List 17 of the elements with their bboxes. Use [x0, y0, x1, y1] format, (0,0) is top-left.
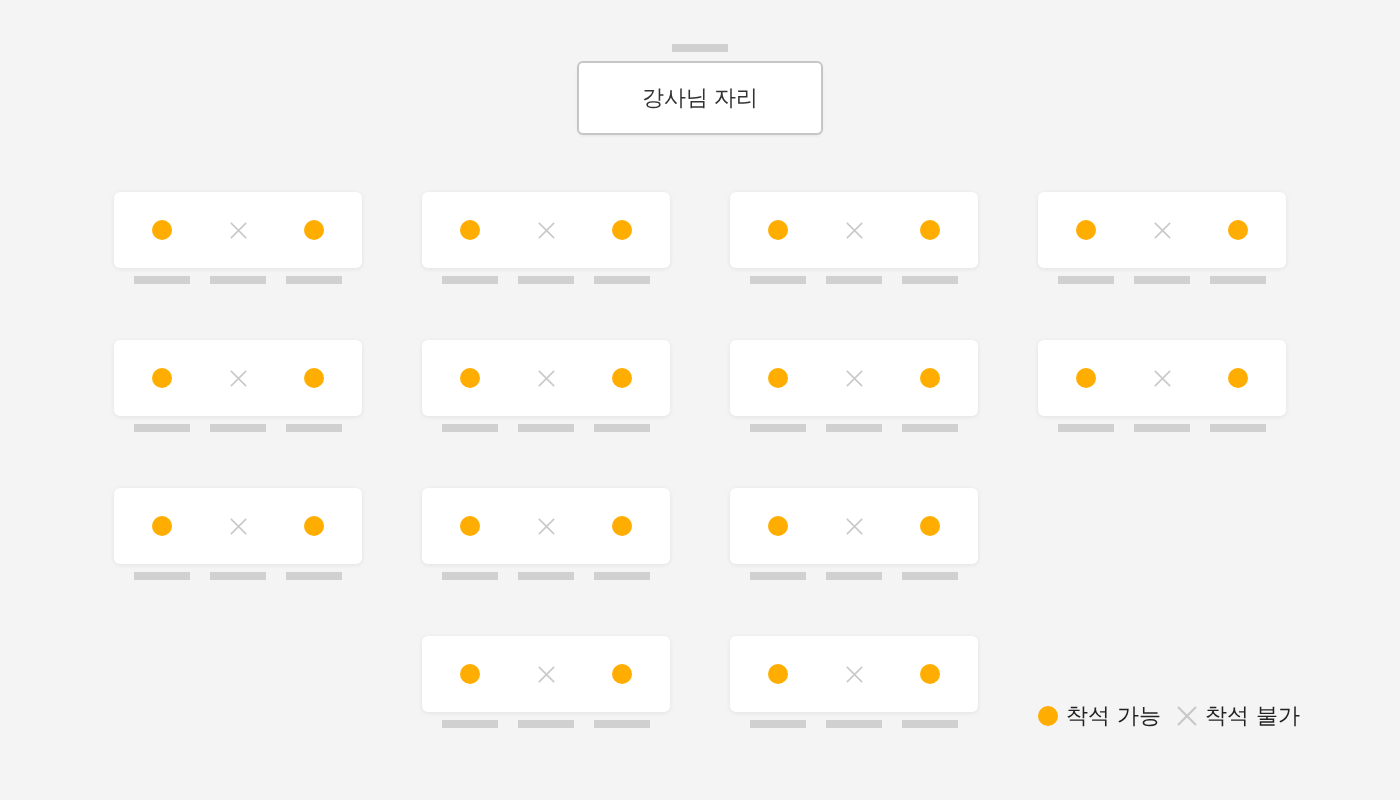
desk-label: 강사님 자리	[641, 84, 759, 112]
table-box	[730, 488, 978, 564]
legend-label: 착석 불가	[1205, 702, 1300, 730]
table-box	[1038, 340, 1286, 416]
legend-label: 착석 가능	[1066, 702, 1161, 730]
table-box	[422, 340, 670, 416]
table-box	[422, 192, 670, 268]
table-box	[422, 488, 670, 564]
table-box	[730, 192, 978, 268]
table-box	[730, 636, 978, 712]
table-box	[114, 488, 362, 564]
table-box	[114, 192, 362, 268]
table-box	[1038, 192, 1286, 268]
table-box	[114, 340, 362, 416]
table-box	[422, 636, 670, 712]
table-box	[730, 340, 978, 416]
desk-box	[577, 61, 823, 135]
